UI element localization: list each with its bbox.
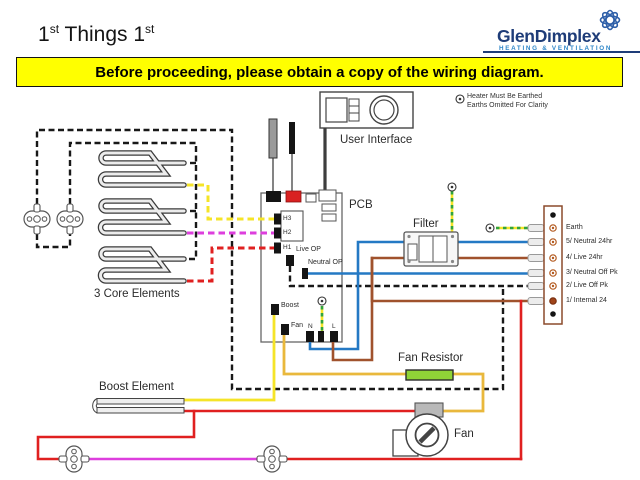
- coil-2: [97, 198, 187, 236]
- user-interface-label: User Interface: [340, 134, 413, 146]
- element-wiring-dashed: [35, 128, 529, 391]
- fan-resistor-label: Fan Resistor: [398, 352, 464, 364]
- thermal-cutout-3: [58, 445, 90, 473]
- pin-boost: [271, 304, 279, 315]
- pin-h1: [274, 242, 281, 254]
- wire-red-branch: [36, 409, 196, 461]
- pin-h2: [274, 227, 281, 239]
- fan: [392, 402, 449, 457]
- pin-h3-label: H3: [283, 215, 292, 222]
- terminal-label-earth: Earth: [566, 224, 583, 231]
- fan-label: Fan: [454, 428, 474, 440]
- fan-resistor: [405, 369, 454, 381]
- pcb-label: PCB: [349, 199, 373, 211]
- relay: [280, 210, 304, 242]
- element-feed-wires: [187, 183, 276, 283]
- terminal-screws: [549, 224, 557, 305]
- filter: [403, 231, 459, 267]
- glen-dimplex-logo: GlenDimplex HEATING & VENTILATION: [483, 6, 640, 53]
- earth-icon: [455, 94, 465, 104]
- page-title: 1st Things 1st: [38, 22, 155, 46]
- pin-h2-label: H2: [283, 229, 292, 236]
- sensor-probe-black: [289, 122, 295, 154]
- connector-black: [266, 191, 281, 202]
- pin-l: [330, 331, 338, 342]
- pin-fan: [281, 324, 289, 335]
- l-pin-label: L: [332, 323, 336, 330]
- core-elements-label: 3 Core Elements: [94, 288, 180, 300]
- boost-pin-label: Boost: [281, 302, 299, 309]
- user-interface-box: [319, 91, 414, 129]
- wire-boost-yellow: [183, 313, 276, 402]
- boost-element-label: Boost Element: [99, 381, 174, 393]
- coil-1: [97, 150, 187, 188]
- terminal-label-3-neutral-off-pk: 3/ Neutral Off Pk: [566, 269, 618, 276]
- pin-neutral-op: [302, 268, 308, 279]
- pin-earth: [318, 331, 324, 342]
- warning-banner: Before proceeding, please obtain a copy …: [16, 57, 623, 87]
- wire-live-off-pk: [288, 266, 529, 288]
- n-pin-label: N: [308, 323, 313, 330]
- earth-icon: [317, 296, 327, 306]
- terminal-label-1-internal-24: 1/ Internal 24: [566, 297, 607, 304]
- wire-h1-red: [187, 246, 276, 283]
- thermal-cutout-4: [256, 445, 288, 473]
- thermal-cutout-2: [56, 203, 84, 235]
- logo-tagline: HEATING & VENTILATION: [499, 45, 613, 52]
- coil-3: [97, 246, 187, 284]
- connector-red: [285, 190, 302, 203]
- terminal-label-4-live-24hr: 4/ Live 24hr: [566, 254, 603, 261]
- boost-element: [92, 398, 185, 414]
- ui-connector: [318, 189, 337, 202]
- earth-wires: [320, 191, 529, 331]
- terminal-label-2-live-off-pk: 2/ Live Off Pk: [566, 282, 608, 289]
- logo-rule: [483, 51, 640, 53]
- earth-note: Heater Must Be Earthed Earths Omitted Fo…: [467, 93, 548, 109]
- pin-h1-label: H1: [283, 244, 292, 251]
- pin-h3: [274, 213, 281, 225]
- fan-pin-label: Fan: [291, 322, 304, 329]
- wire-fan-gold: [282, 334, 485, 413]
- live-op-label: Live OP: [296, 246, 321, 253]
- core-elements: [97, 150, 187, 284]
- thermal-cutout-1: [23, 203, 51, 235]
- logo-name: GlenDimplex: [497, 26, 601, 46]
- pin-n: [306, 331, 314, 342]
- earth-icon: [447, 182, 457, 192]
- wire-h3-yellow: [187, 183, 276, 221]
- earth-icon: [485, 223, 495, 233]
- terminal-block: [527, 205, 563, 325]
- filter-label: Filter: [413, 218, 439, 230]
- terminal-label-5-neutral-24hr: 5/ Neutral 24hr: [566, 238, 613, 245]
- pin-live-op: [286, 255, 294, 266]
- celtic-knot-icon: [599, 9, 621, 31]
- pcb-details: [266, 118, 338, 342]
- sensor-probe-grey: [268, 118, 278, 159]
- neutral-op-label: Neutral OP: [308, 259, 343, 266]
